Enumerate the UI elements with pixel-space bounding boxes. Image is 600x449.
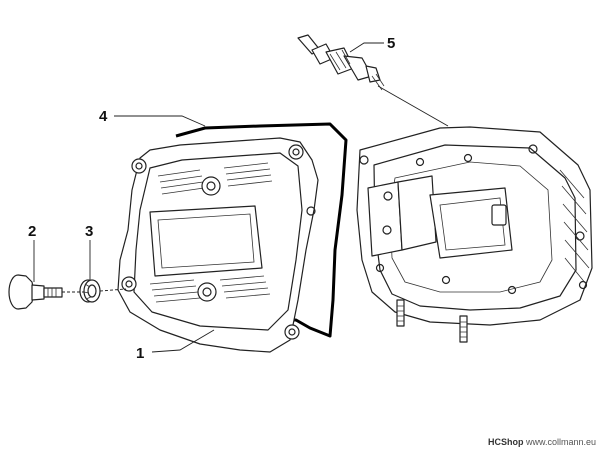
watermark-site: www.collmann.eu xyxy=(525,437,596,447)
leader-line-4 xyxy=(114,115,206,127)
valve-cover xyxy=(117,137,319,353)
part-number-5: 5 xyxy=(387,35,395,52)
part-number-2: 2 xyxy=(28,223,36,240)
leader-line-1 xyxy=(151,329,215,353)
leader-line-5 xyxy=(349,42,384,53)
part-number-1: 1 xyxy=(136,345,144,362)
part-number-3: 3 xyxy=(85,223,93,240)
cylinder-head xyxy=(356,126,593,343)
part-number-4: 4 xyxy=(99,108,108,125)
flange-bolt xyxy=(8,274,63,310)
watermark: HCShop www.collmann.eu xyxy=(488,437,596,447)
spark-plug xyxy=(297,34,385,91)
sealing-washer xyxy=(79,279,101,303)
watermark-shop: HCShop xyxy=(487,437,524,447)
